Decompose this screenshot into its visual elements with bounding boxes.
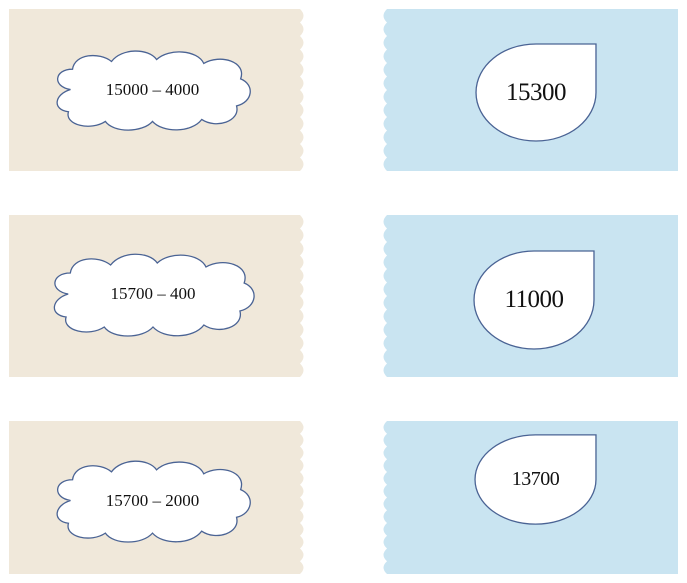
result-card-2[interactable]: 11000 <box>380 215 678 377</box>
teardrop-shape: 11000 <box>473 250 595 350</box>
cloud-shape: 15700 – 400 <box>47 249 259 339</box>
result-number: 11000 <box>504 286 564 313</box>
cloud-shape: 15700 – 2000 <box>50 456 255 545</box>
subtraction-expression: 15700 – 400 <box>110 284 196 303</box>
result-number: 13700 <box>511 468 560 490</box>
expression-card-2[interactable]: 15700 – 400 <box>9 215 307 377</box>
cloud-shape: 15000 – 4000 <box>50 46 255 133</box>
expression-card-1[interactable]: 15000 – 4000 <box>9 9 307 171</box>
teardrop-shape: 13700 <box>474 434 597 525</box>
result-number: 15300 <box>506 78 567 106</box>
subtraction-expression: 15700 – 2000 <box>105 490 200 510</box>
result-card-3[interactable]: 13700 <box>380 421 678 574</box>
expression-card-3[interactable]: 15700 – 2000 <box>9 421 307 574</box>
result-card-1[interactable]: 15300 <box>380 9 678 171</box>
subtraction-expression: 15000 – 4000 <box>105 79 200 99</box>
teardrop-shape: 15300 <box>475 43 597 142</box>
